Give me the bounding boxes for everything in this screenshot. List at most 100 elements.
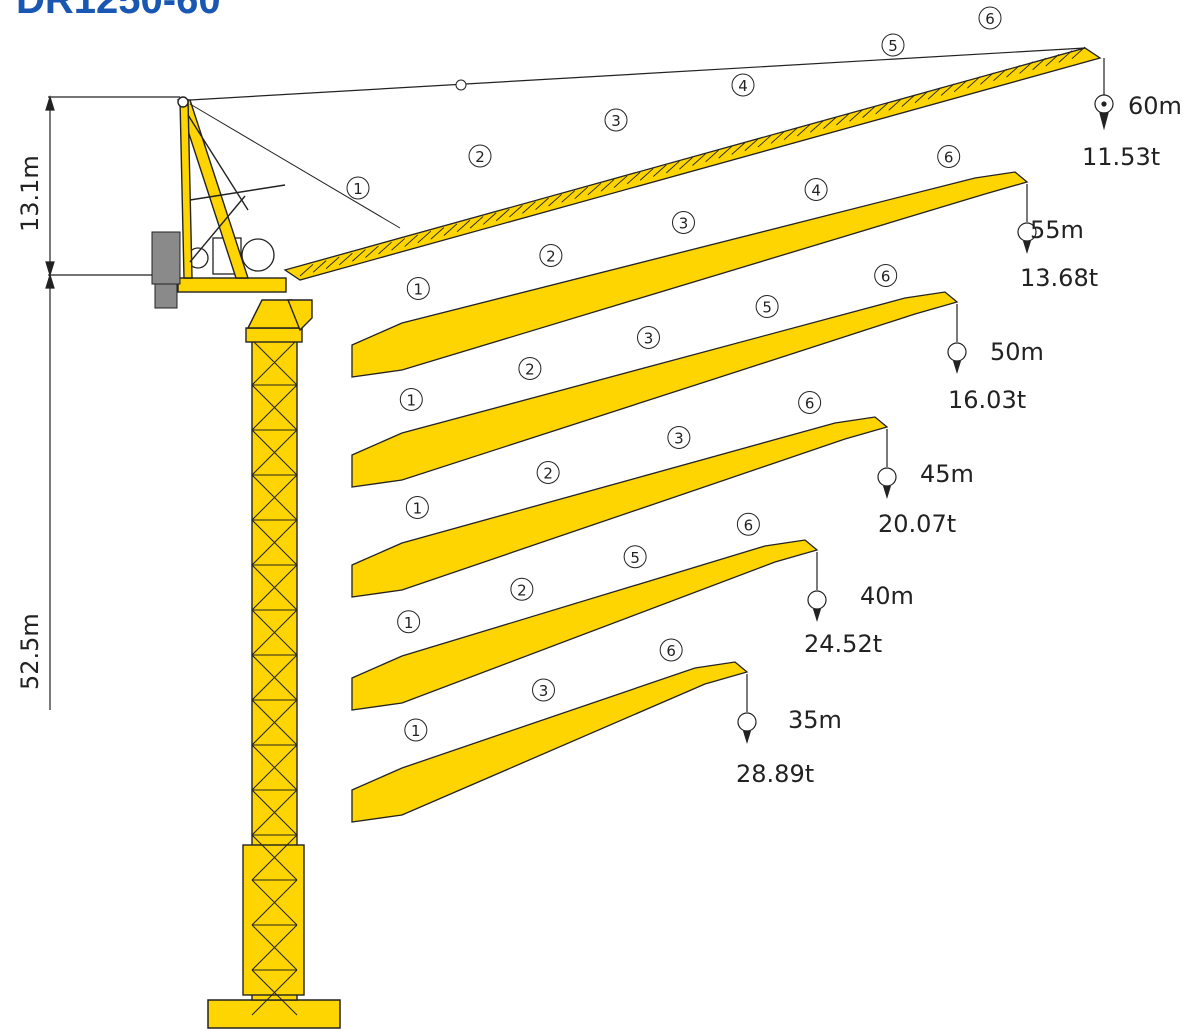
section-marker: 2 [517,581,527,599]
crane-base [207,999,341,1029]
hook-60m [1094,58,1114,131]
jib-length-label: 35m [788,706,842,734]
section-marker-circle [405,496,429,519]
section-marker: 6 [985,10,995,28]
section-marker: 4 [811,182,821,200]
section-marker-circle [406,277,430,300]
jib-config-40m: 40m 24.52t 1 2 5 6 [351,512,914,711]
hook-icon [883,486,891,499]
section-marker-circle [937,145,961,168]
jib-body [351,171,1029,378]
jib-length-label: 40m [860,582,914,610]
section-marker-circle [346,176,370,200]
section-marker: 6 [881,268,891,286]
jib-config-55m: 55m 13.68t 1 2 3 4 6 [351,145,1098,378]
section-marker-circle [874,264,898,287]
section-marker: 5 [762,299,772,317]
section-marker: 6 [744,516,754,534]
hook-block-icon [737,712,757,732]
a-frame [177,96,286,279]
jib-length-label: 55m [1030,216,1084,244]
section-marker-circle [881,33,905,57]
hook-block-icon [877,467,897,487]
section-marker-circle [804,178,828,201]
tower-mast [242,339,305,1016]
section-marker-circle [468,144,492,168]
section-marker: 2 [543,465,553,483]
section-marker-circle [510,577,534,601]
section-marker: 2 [525,361,535,379]
section-marker: 6 [805,395,815,413]
section-marker-circle [536,461,560,484]
jib-length-label-60m: 60m [1128,92,1182,120]
section-marker-circle [532,678,555,702]
section-marker: 3 [644,330,654,348]
section-marker: 2 [546,248,556,266]
jib-body [351,291,959,488]
jib-config-50m: 50m 16.03t 1 2 3 5 6 [351,264,1044,488]
jib-config-35m: 35m 28.89t 1 3 6 [351,638,842,823]
section-marker: 1 [414,281,424,299]
section-marker: 5 [888,37,898,55]
section-marker: 3 [674,430,684,448]
hook-block-icon [807,590,827,610]
hook-icon [743,731,751,744]
section-marker: 3 [679,215,689,233]
jib-60-section-labels: 1 2 3 4 5 6 [346,6,1002,200]
tip-load-label: 16.03t [948,386,1026,414]
section-marker-circle [731,73,755,97]
section-marker: 3 [539,682,549,700]
turntable [177,277,313,343]
tip-load-label: 28.89t [736,760,814,788]
hook-icon [1023,241,1031,254]
tip-load-label: 13.68t [1020,264,1098,292]
hook-icon [813,609,821,622]
section-marker-circle [518,357,542,380]
tip-load-label-60m: 11.53t [1082,143,1160,171]
counterweight [151,231,181,309]
section-marker: 6 [666,642,676,660]
section-marker-circle [667,426,691,449]
section-marker: 4 [738,77,748,95]
jib-config-45m: 45m 20.07t 1 2 3 6 [351,391,974,598]
section-marker-circle [798,391,822,414]
hook-block-icon [947,342,967,362]
jib-length-label: 45m [920,460,974,488]
tip-load-label: 20.07t [878,510,956,538]
section-marker-circle [736,512,760,536]
section-marker: 1 [413,500,423,518]
section-marker-circle [539,244,563,267]
jib-body [351,416,889,598]
section-marker-circle [672,211,695,234]
hook-icon [953,361,961,374]
section-marker: 2 [475,148,485,166]
section-marker: 1 [404,614,414,632]
machinery-deck [187,237,275,275]
section-marker-circle [755,295,779,318]
luffing-jib [189,46,1102,281]
top-height-label: 13.1m [16,155,44,232]
section-marker-circle [659,638,683,662]
section-marker: 1 [411,722,421,740]
section-marker-circle [404,718,428,742]
section-marker-circle [604,108,628,132]
section-marker-circle [397,610,421,634]
section-marker-circle [978,6,1002,30]
jib-configurations: 55m 13.68t 1 2 3 4 6 50m 16.03t 1 2 3 5 6 45m 20.07t 1 2 3… [351,145,1098,823]
crane-model-title: DR1250-60 [16,0,221,22]
jib-body [351,539,819,711]
jib-body [351,661,749,823]
section-marker: 6 [944,149,954,167]
section-marker-circle [637,326,660,349]
jib-length-label: 50m [990,338,1044,366]
section-marker-circle [623,545,647,569]
tower-height-label: 52.5m [16,613,44,690]
section-marker: 1 [353,180,363,198]
dimension-lines [45,94,180,710]
section-marker-circle [399,388,423,411]
section-marker: 1 [407,392,417,410]
section-marker: 3 [611,112,621,130]
tip-load-label: 24.52t [804,630,882,658]
section-marker: 5 [630,549,640,567]
